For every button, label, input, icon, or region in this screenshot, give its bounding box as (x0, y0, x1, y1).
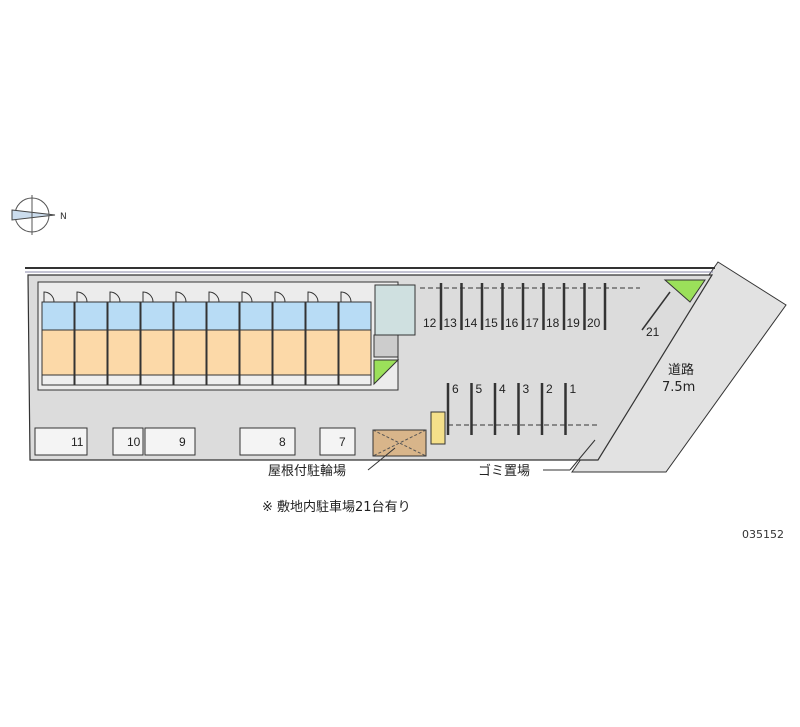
unit-room (41, 329, 75, 376)
unit-room (206, 329, 240, 376)
apartment-unit (140, 291, 174, 386)
parking-space-number: 19 (567, 316, 581, 330)
unit-balcony (305, 374, 339, 386)
apartment-unit (74, 291, 108, 386)
unit-room (239, 329, 273, 376)
garbage-label: ゴミ置場 (478, 463, 530, 479)
unit-room (305, 329, 339, 376)
unit-balcony (74, 374, 108, 386)
parking-space-number: 21 (646, 325, 660, 339)
parking-space (34, 427, 88, 456)
parking-divider (641, 291, 671, 331)
compass-north-label: N (60, 212, 67, 222)
unit-balcony (140, 374, 174, 386)
parking-space-number: 7 (339, 435, 346, 449)
unit-wet-area (41, 301, 75, 331)
apartment-unit (41, 291, 75, 386)
parking-space-number: 12 (423, 316, 437, 330)
parking-space-number: 8 (279, 435, 286, 449)
unit-wet-area (140, 301, 174, 331)
road-width: 7.5m (662, 380, 695, 395)
bicycle-rack (373, 334, 399, 358)
stairs (374, 284, 416, 336)
door-icon (43, 291, 55, 303)
property-code: 035152 (742, 528, 784, 541)
door-icon (175, 291, 187, 303)
parking-space-number: 1 (570, 382, 577, 396)
parking-space-number: 17 (526, 316, 540, 330)
unit-wet-area (74, 301, 108, 331)
parking-space (112, 427, 144, 456)
door-icon (109, 291, 121, 303)
parking-space-number: 20 (587, 316, 601, 330)
apartment-unit (173, 291, 207, 386)
unit-wet-area (107, 301, 141, 331)
unit-wet-area (305, 301, 339, 331)
parking-space-number: 4 (499, 382, 506, 396)
parking-space (319, 427, 356, 456)
covered-bicycle-parking (372, 429, 427, 457)
unit-balcony (206, 374, 240, 386)
apartment-unit (206, 291, 240, 386)
unit-wet-area (239, 301, 273, 331)
parking-space-number: 11 (71, 435, 84, 449)
unit-balcony (272, 374, 306, 386)
green-area (373, 359, 400, 386)
apartment-unit (107, 291, 141, 386)
parking-space (144, 427, 196, 456)
unit-room (140, 329, 174, 376)
callout-line (367, 447, 396, 471)
unit-room (107, 329, 141, 376)
parking-space-number: 3 (523, 382, 530, 396)
compass-icon: N (11, 195, 67, 235)
parking-space-number: 5 (476, 382, 483, 396)
unit-wet-area (206, 301, 240, 331)
road-label: 道路 (668, 362, 694, 378)
bicycle-parking-label: 屋根付駐輪場 (268, 463, 346, 479)
parking-space-number: 15 (485, 316, 499, 330)
unit-wet-area (272, 301, 306, 331)
parking-note: ※ 敷地内駐車場21台有り (262, 499, 411, 515)
unit-balcony (338, 374, 372, 386)
door-icon (241, 291, 253, 303)
unit-wet-area (173, 301, 207, 331)
apartment-unit (338, 291, 372, 386)
unit-wet-area (338, 301, 372, 331)
apartment-unit (239, 291, 273, 386)
unit-room (272, 329, 306, 376)
unit-room (173, 329, 207, 376)
parking-space-number: 10 (127, 435, 141, 449)
unit-balcony (173, 374, 207, 386)
unit-balcony (41, 374, 75, 386)
unit-balcony (239, 374, 273, 386)
unit-room (74, 329, 108, 376)
door-icon (340, 291, 352, 303)
parking-space-number: 2 (546, 382, 553, 396)
parking-space-number: 6 (452, 382, 459, 396)
door-icon (76, 291, 88, 303)
parking-space (239, 427, 296, 456)
apartment-unit (305, 291, 339, 386)
green-area (663, 279, 706, 303)
door-icon (307, 291, 319, 303)
door-icon (208, 291, 220, 303)
parking-space-number: 14 (464, 316, 478, 330)
door-icon (274, 291, 286, 303)
parking-space-number: 9 (179, 435, 186, 449)
parking-space-number: 13 (444, 316, 458, 330)
unit-balcony (107, 374, 141, 386)
parking-space-number: 18 (546, 316, 560, 330)
apartment-unit (272, 291, 306, 386)
parking-space-number: 16 (505, 316, 519, 330)
apartment-building (37, 281, 416, 391)
door-icon (142, 291, 154, 303)
unit-room (338, 329, 372, 376)
garbage-area (430, 411, 446, 445)
